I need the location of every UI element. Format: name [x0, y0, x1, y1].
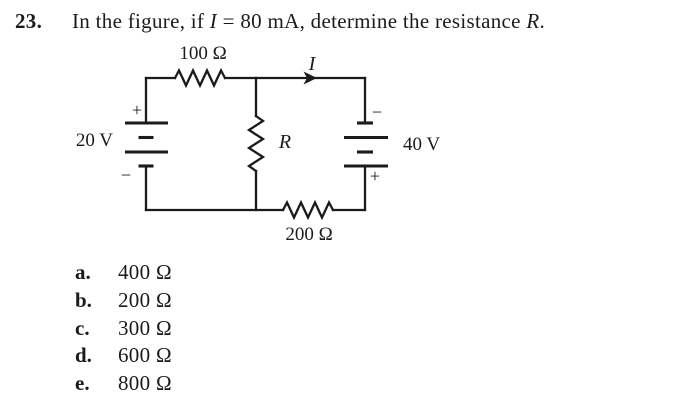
battery-40v-minus-sign: − — [372, 102, 382, 122]
circuit-diagram: 100 Ω I + 20 V − R − 40 V + 200 Ω — [76, 43, 441, 245]
option-letter: a. — [75, 260, 91, 284]
resistor-200-label: 200 Ω — [285, 224, 332, 245]
resistor-100-label: 100 Ω — [179, 43, 226, 64]
battery-40v-plus-sign: + — [370, 166, 380, 186]
answer-option-c: c. 300 Ω — [75, 315, 172, 343]
resistor-100-zigzag — [173, 67, 227, 89]
question-number: 23. — [15, 9, 43, 33]
resistance-variable: R — [526, 9, 540, 33]
option-value: 600 Ω — [118, 343, 172, 368]
answer-option-e: e. 800 Ω — [75, 370, 172, 398]
answer-options-list: a. 400 Ω b. 200 Ω c. 300 Ω d. 600 Ω e. 800 Ω — [75, 259, 172, 398]
option-value: 200 Ω — [118, 287, 172, 312]
answer-option-a: a. 400 Ω — [75, 259, 172, 287]
resistor-200-zigzag — [281, 199, 335, 221]
answer-option-d: d. 600 Ω — [75, 342, 172, 370]
answer-option-b: b. 200 Ω — [75, 287, 172, 315]
option-value: 300 Ω — [118, 315, 172, 340]
current-arrowhead-icon — [303, 71, 317, 85]
option-value: 800 Ω — [118, 371, 172, 395]
battery-20v-voltage-label: 20 V — [76, 130, 113, 151]
question-text-end: . — [539, 9, 546, 33]
resistor-r-label: R — [278, 131, 291, 153]
current-label: I — [308, 53, 317, 75]
battery-40v-voltage-label: 40 V — [403, 134, 440, 155]
battery-40v — [344, 121, 388, 168]
current-variable: I — [209, 9, 218, 33]
option-letter: c. — [75, 315, 90, 340]
battery-20v-plus-sign: + — [132, 100, 142, 120]
option-letter: b. — [75, 287, 92, 312]
question-text-mid: = 80 mA, determine the resistance — [217, 9, 527, 33]
battery-20v-minus-sign: − — [121, 165, 131, 185]
resistor-r-zigzag — [246, 114, 266, 173]
option-letter: e. — [75, 371, 90, 395]
question-text-pre: In the figure, if — [72, 9, 210, 33]
battery-20v — [125, 121, 168, 168]
option-letter: d. — [75, 343, 92, 368]
option-value: 400 Ω — [118, 260, 172, 284]
question-text: In the figure, if I = 80 mA, determine t… — [72, 9, 672, 34]
